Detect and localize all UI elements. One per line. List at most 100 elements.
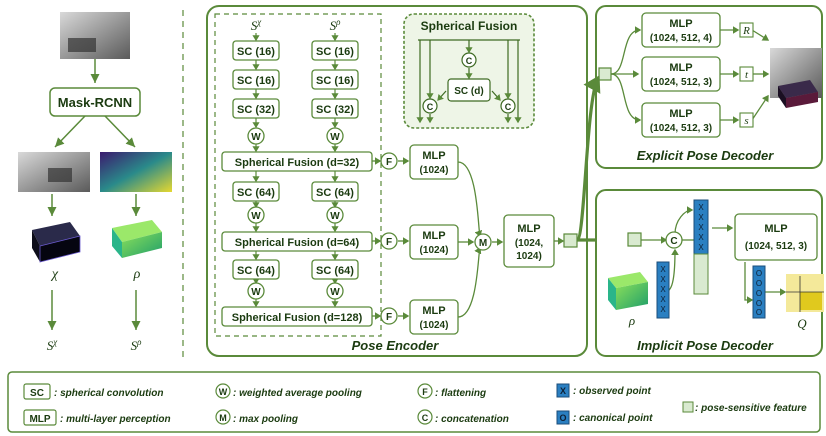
explicit-title: Explicit Pose Decoder — [637, 148, 774, 163]
sc16-right-b: SC (16) — [316, 75, 354, 87]
rho-object-icon — [608, 272, 648, 310]
w-left-3: W — [251, 287, 261, 298]
mlp-exp-3-dims: (1024, 512, 3) — [650, 123, 712, 134]
mlp-exp-2-dims: (1024, 512, 3) — [650, 77, 712, 88]
mlp-exp-3-title: MLP — [669, 108, 692, 120]
sf-c-right: C — [505, 102, 512, 112]
sc64-right-2: SC (64) — [316, 265, 354, 277]
legend-f-key: F — [422, 387, 428, 397]
svg-text:X: X — [660, 285, 666, 294]
w-right-2: W — [330, 211, 340, 222]
out-s: s — [744, 115, 748, 127]
svg-text:O: O — [756, 299, 762, 308]
explicit-input-square — [598, 67, 612, 81]
mlp-big-dims-2: 1024) — [516, 251, 542, 262]
observed-feature-column: X X X X X — [693, 199, 709, 295]
encoder-dashed-region — [214, 13, 382, 337]
legend-sc-key: SC — [30, 388, 44, 399]
sf64-label: Spherical Fusion (d=64) — [235, 237, 360, 249]
pose-encoder-title: Pose Encoder — [352, 338, 440, 353]
sc64-left-2: SC (64) — [237, 265, 275, 277]
mlp-big-title: MLP — [517, 223, 540, 235]
legend-w-desc: : weighted average pooling — [233, 388, 362, 399]
imp-c: C — [670, 236, 677, 247]
mlp-imp-title: MLP — [764, 223, 787, 235]
legend-m-desc: : max pooling — [233, 414, 298, 425]
svg-text:O: O — [756, 279, 762, 288]
mlp-imp-dims: (1024, 512, 3) — [745, 241, 807, 252]
f-circle-1: F — [386, 157, 392, 168]
q-output-icon — [786, 274, 824, 312]
mlp-exp-2-title: MLP — [669, 62, 692, 74]
mlp-enc-3-dims: (1024) — [420, 320, 449, 331]
sc16-right-a: SC (16) — [316, 46, 354, 58]
legend-o-desc: : canonical point — [573, 413, 653, 424]
sf32-label: Spherical Fusion (d=32) — [235, 157, 360, 169]
legend-c-key: C — [422, 413, 429, 423]
legend-x-key: X — [560, 386, 566, 396]
implicit-decoder-panel: Implicit Pose Decoder C X X X X X MLP (1… — [595, 189, 824, 357]
mlp-enc-1-title: MLP — [422, 150, 445, 162]
implicit-title: Implicit Pose Decoder — [637, 338, 774, 353]
implicit-input-square — [627, 232, 642, 247]
svg-text:X: X — [698, 203, 704, 212]
sc64-left-1: SC (64) — [237, 187, 275, 199]
mlp-enc-2-dims: (1024) — [420, 245, 449, 256]
s-chi-label: Sχ — [47, 337, 59, 353]
mlp-enc-3-title: MLP — [422, 305, 445, 317]
imp-rho: ρ — [628, 313, 635, 328]
legend: SC : spherical convolution MLP : multi-l… — [7, 371, 821, 433]
left-column: Mask-RCNN χ ρ Sχ Sρ — [18, 12, 172, 353]
f-circle-2: F — [386, 237, 392, 248]
legend-c-desc: : concatenation — [435, 414, 509, 425]
svg-text:X: X — [660, 265, 666, 274]
observed-pointcloud-icon — [32, 222, 81, 263]
depth-image — [100, 152, 172, 192]
mlp-exp-1-title: MLP — [669, 18, 692, 30]
legend-mlp-key: MLP — [29, 414, 50, 425]
w-right-1: W — [330, 132, 340, 143]
sf-c-left: C — [427, 102, 434, 112]
svg-text:X: X — [698, 223, 704, 232]
mlp-enc-1-dims: (1024) — [420, 165, 449, 176]
out-r: R — [742, 25, 750, 37]
legend-sc-desc: : spherical convolution — [54, 388, 163, 399]
pose-result-image — [770, 48, 822, 108]
mask-rcnn-box — [49, 87, 141, 117]
canonical-point-column: O O O O O — [752, 265, 766, 319]
sf128-label: Spherical Fusion (d=128) — [232, 312, 363, 324]
sf-c-top: C — [466, 56, 473, 66]
legend-w-key: W — [219, 387, 228, 397]
mlp-enc-2-title: MLP — [422, 230, 445, 242]
legend-x-desc: : observed point — [573, 386, 651, 397]
rho-input-column: X X X X X — [656, 261, 670, 319]
explicit-decoder-panel: Explicit Pose Decoder MLP (1024, 512, 4)… — [595, 5, 823, 169]
svg-text:X: X — [660, 295, 666, 304]
spherical-fusion-panel: Spherical Fusion C SC (d) C C — [403, 13, 535, 129]
sc16-left-b: SC (16) — [237, 75, 275, 87]
svg-text:X: X — [698, 213, 704, 222]
svg-text:X: X — [698, 243, 704, 252]
sf-panel-title: Spherical Fusion — [421, 19, 518, 33]
w-left-2: W — [251, 211, 261, 222]
legend-o-key: O — [559, 413, 566, 423]
rho-label: ρ — [133, 267, 141, 282]
right-sc-stack-1: SC (16) SC (16) SC (32) W — [311, 40, 359, 145]
sc32-left: SC (32) — [237, 104, 275, 116]
s-rho-label: Sρ — [131, 337, 143, 353]
w-right-3: W — [330, 287, 340, 298]
mlp-exp-1-dims: (1024, 512, 4) — [650, 33, 712, 44]
imp-q: Q — [797, 316, 807, 331]
out-t: t — [745, 69, 749, 81]
svg-text:O: O — [756, 269, 762, 278]
sf-sc-d: SC (d) — [454, 86, 483, 97]
svg-text:O: O — [756, 289, 762, 298]
sc16-left-a: SC (16) — [237, 46, 275, 58]
legend-m-key: M — [219, 413, 227, 423]
sc64-right-1: SC (64) — [316, 187, 354, 199]
m-circle: M — [479, 238, 487, 249]
svg-text:O: O — [756, 308, 762, 317]
left-sc-stack-1: SC (16) SC (16) SC (32) W — [232, 40, 280, 145]
mask-rcnn-label: Mask-RCNN — [58, 95, 132, 110]
